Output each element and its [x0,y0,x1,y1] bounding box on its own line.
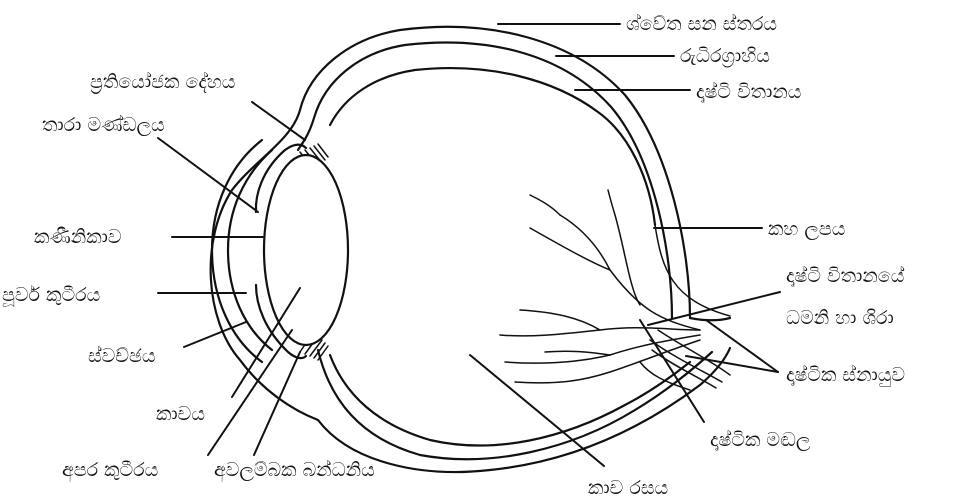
label-sclera: ශ්වේත සන ස්තරය [626,13,777,35]
label-retinal-vessels-line2: ධමනි හා ශිරා [786,307,894,329]
labels: ශ්වේත සන ස්තරය රුධිරග්‍රාහිය දෘෂ්ටි විතා… [2,13,905,499]
label-ciliary-body: ප්‍රතියෝජක දේහය [90,71,236,94]
leader-vitreous-humour [470,355,604,466]
label-anterior-chamber: පූර්ව කුටීරය [2,284,100,308]
eye-drawing [211,27,730,472]
label-choroid: රුධිරග්‍රාහිය [680,45,770,67]
leader-optic-nerve-a [706,320,778,372]
cornea-outline [212,140,262,362]
leader-ciliary-body [252,102,305,140]
label-retinal-vessels-line1: දෘෂ්ටි විතානයේ [786,265,904,287]
label-retina: දෘෂ්ටි විතානය [696,81,801,103]
label-blind-spot: කහ ලපය [768,218,845,240]
label-suspensory-ligament: අවලම්බක බන්ධනිය [214,459,375,482]
optic-nerve-sheath-upper [690,318,730,320]
label-optic-disc: දෘෂ්ටික මඬල [710,429,811,451]
label-optic-nerve: දෘෂ්ටික ස්නායුව [786,364,905,388]
label-posterior-chamber: අපර කුටීරය [62,459,158,482]
leader-posterior-chamber [208,330,292,455]
label-pupil: කණීනිකාව [34,226,122,248]
label-iris: තාරා මණ්ඩලය [42,114,165,136]
leader-iris [158,138,258,212]
label-lens: කාචය [156,403,205,425]
leader-lines [158,24,780,466]
label-cornea: ස්වච්ඡය [88,345,156,367]
label-vitreous-humour: කාච රසය [588,477,668,499]
lens-shape [264,155,348,345]
leader-suspensory-ligament [254,352,300,455]
choroid-outline [298,43,712,460]
